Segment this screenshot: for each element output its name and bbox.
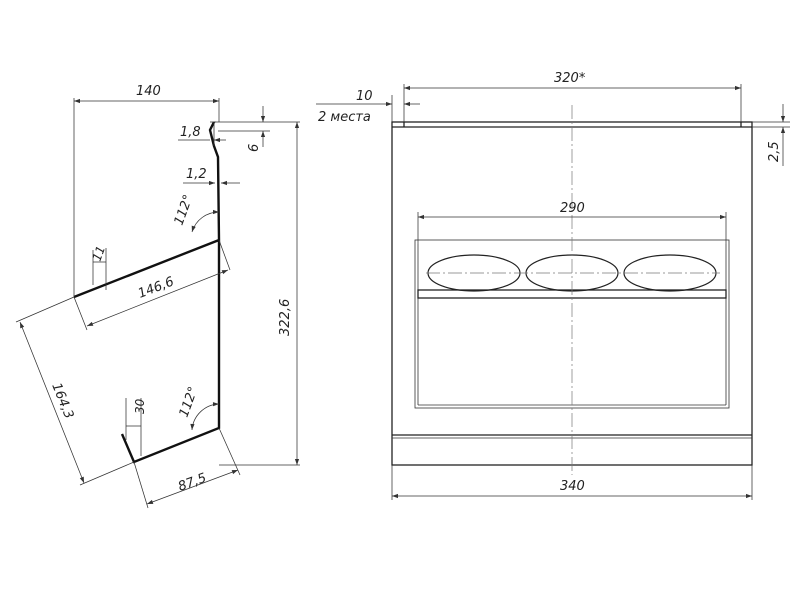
dim-label-290: 290	[560, 201, 585, 216]
dim-line-146	[86, 269, 229, 327]
shelf-items	[426, 254, 720, 292]
dim-label-2-mesta: 2 места	[318, 110, 371, 125]
dim-label-6: 6	[247, 144, 262, 152]
front-view: 320* 10 2 места 2,5 290 340	[316, 71, 790, 500]
dim-label-1-2: 1,2	[186, 167, 207, 182]
ext-line-164a	[15, 296, 75, 323]
angle-arc-top	[191, 209, 220, 233]
dim-label-140: 140	[136, 84, 161, 99]
ext-line-87a	[133, 461, 149, 509]
dim-label-164: 164,3	[48, 381, 76, 421]
dim-label-30: 30	[133, 398, 147, 414]
ext-line-87b	[218, 427, 241, 476]
ext-line-146b	[73, 296, 88, 331]
angle-label-bottom: 112°	[177, 385, 202, 420]
dim-label-1-8: 1,8	[180, 125, 201, 140]
dim-label-340: 340	[560, 479, 585, 494]
dim-label-320: 320*	[554, 71, 586, 86]
dim-label-322: 322,6	[278, 299, 293, 336]
dim-line-87	[146, 469, 239, 505]
side-profile	[73, 121, 221, 464]
dim-label-10: 10	[356, 89, 373, 104]
dim-label-87: 87,5	[176, 471, 208, 495]
dim-label-11: 11	[90, 244, 108, 263]
dim-label-146: 146,6	[136, 274, 176, 301]
dim-line-164	[19, 321, 85, 484]
angle-arc-bottom	[190, 402, 220, 431]
ext-line-146a	[218, 239, 231, 271]
angle-label-top: 112°	[172, 193, 197, 228]
side-view: 140 1,8 6 1,2 322,6 112° 11 146,6	[15, 84, 300, 509]
dim-label-2-5: 2,5	[767, 141, 782, 162]
ext-line-164b	[79, 461, 135, 486]
